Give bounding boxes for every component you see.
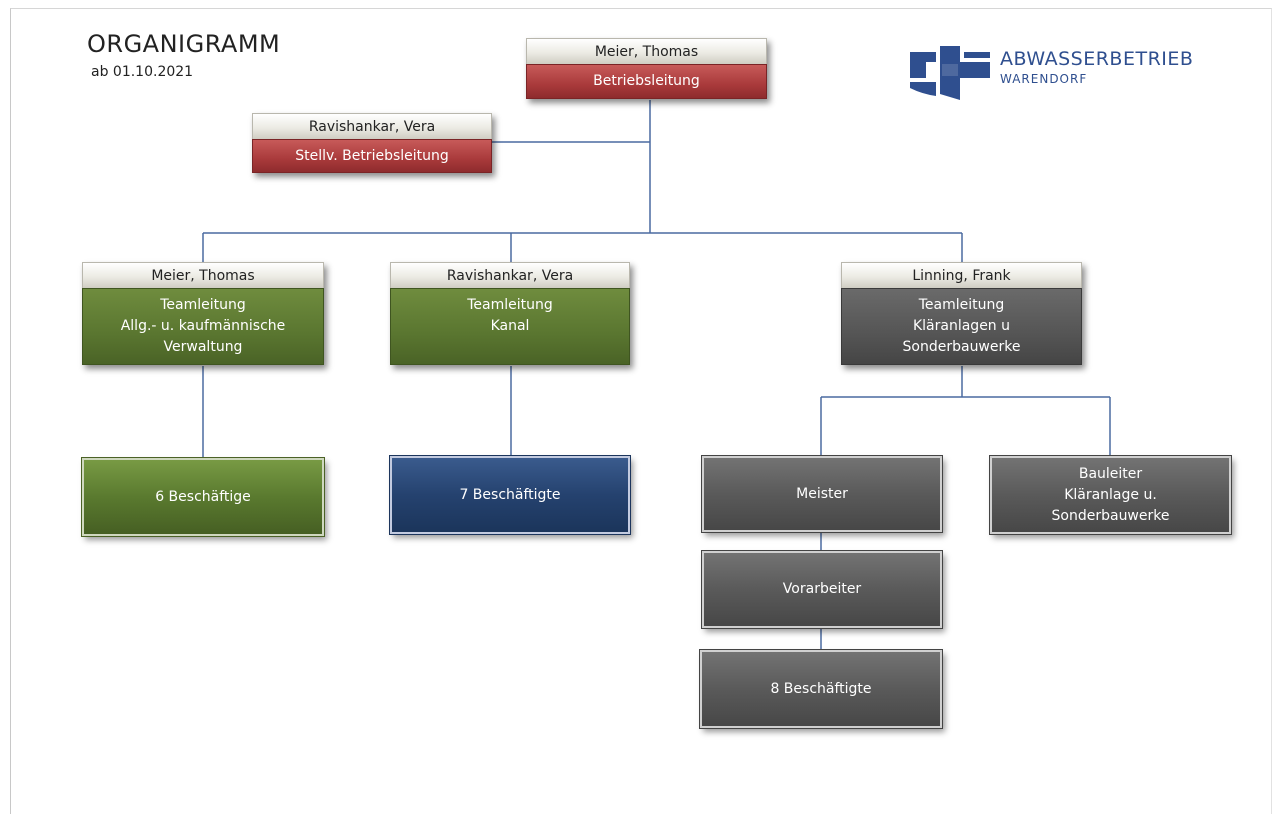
role-line: Kanal — [490, 318, 530, 334]
role-title: Teamleitung Kläranlagen u Sonderbauwerke — [841, 288, 1082, 365]
unit-meister: Meister — [701, 455, 943, 533]
page-subtitle: ab 01.10.2021 — [91, 64, 194, 80]
role-line: Kläranlagen u — [912, 318, 1011, 334]
page-title: ORGANIGRAMM — [87, 30, 281, 58]
role-line: Allg.- u. kaufmännische — [120, 318, 286, 334]
role-line: Teamleitung — [160, 297, 246, 313]
unit-label: 7 Beschäftigte — [459, 486, 561, 503]
unit-vorarbeiter: Vorarbeiter — [701, 550, 943, 629]
person-name: Linning, Frank — [841, 262, 1082, 288]
role-line: Teamleitung — [467, 297, 553, 313]
person-name: Meier, Thomas — [526, 38, 767, 64]
role-line: Stellv. Betriebsleitung — [295, 147, 449, 164]
org-node-team-klaeranlagen: Linning, Frank Teamleitung Kläranlagen u… — [841, 262, 1082, 365]
role-title: Teamleitung Kanal — [390, 288, 630, 365]
unit-verwaltung-staff: 6 Beschäftige — [81, 457, 325, 537]
unit-label: Sonderbauwerke — [1051, 507, 1170, 524]
person-name: Meier, Thomas — [82, 262, 324, 288]
person-name: Ravishankar, Vera — [390, 262, 630, 288]
shield-cross-logo-icon — [910, 46, 990, 100]
unit-label: Bauleiter — [1078, 465, 1143, 482]
unit-klaeranlagen-staff: 8 Beschäftigte — [699, 649, 943, 729]
unit-bauleiter: Bauleiter Kläranlage u. Sonderbauwerke — [989, 455, 1232, 535]
org-node-team-kanal: Ravishankar, Vera Teamleitung Kanal — [390, 262, 630, 365]
person-name: Ravishankar, Vera — [252, 113, 492, 139]
logo-subname: WARENDORF — [1000, 72, 1088, 86]
role-title: Stellv. Betriebsleitung — [252, 139, 492, 173]
unit-label: Kläranlage u. — [1064, 486, 1157, 503]
unit-label: Meister — [796, 485, 848, 502]
unit-label: Vorarbeiter — [782, 581, 862, 597]
org-node-team-verwaltung: Meier, Thomas Teamleitung Allg.- u. kauf… — [82, 262, 324, 365]
page-frame — [10, 8, 1272, 814]
unit-label: 6 Beschäftige — [155, 488, 251, 505]
unit-kanal-staff: 7 Beschäftigte — [389, 455, 631, 535]
role-line: Verwaltung — [163, 339, 243, 355]
unit-label: 8 Beschäftigte — [770, 680, 872, 697]
role-title: Betriebsleitung — [526, 64, 767, 99]
org-node-stellv-betriebsleitung: Ravishankar, Vera Stellv. Betriebsleitun… — [252, 113, 492, 173]
role-line: Teamleitung — [918, 297, 1005, 313]
role-title: Teamleitung Allg.- u. kaufmännische Verw… — [82, 288, 324, 365]
role-line: Sonderbauwerke — [902, 339, 1021, 355]
org-node-betriebsleitung: Meier, Thomas Betriebsleitung — [526, 38, 767, 99]
role-line: Betriebsleitung — [593, 73, 700, 89]
logo-name: ABWASSERBETRIEB — [1000, 48, 1194, 70]
company-logo: ABWASSERBETRIEB WARENDORF — [908, 44, 1233, 102]
